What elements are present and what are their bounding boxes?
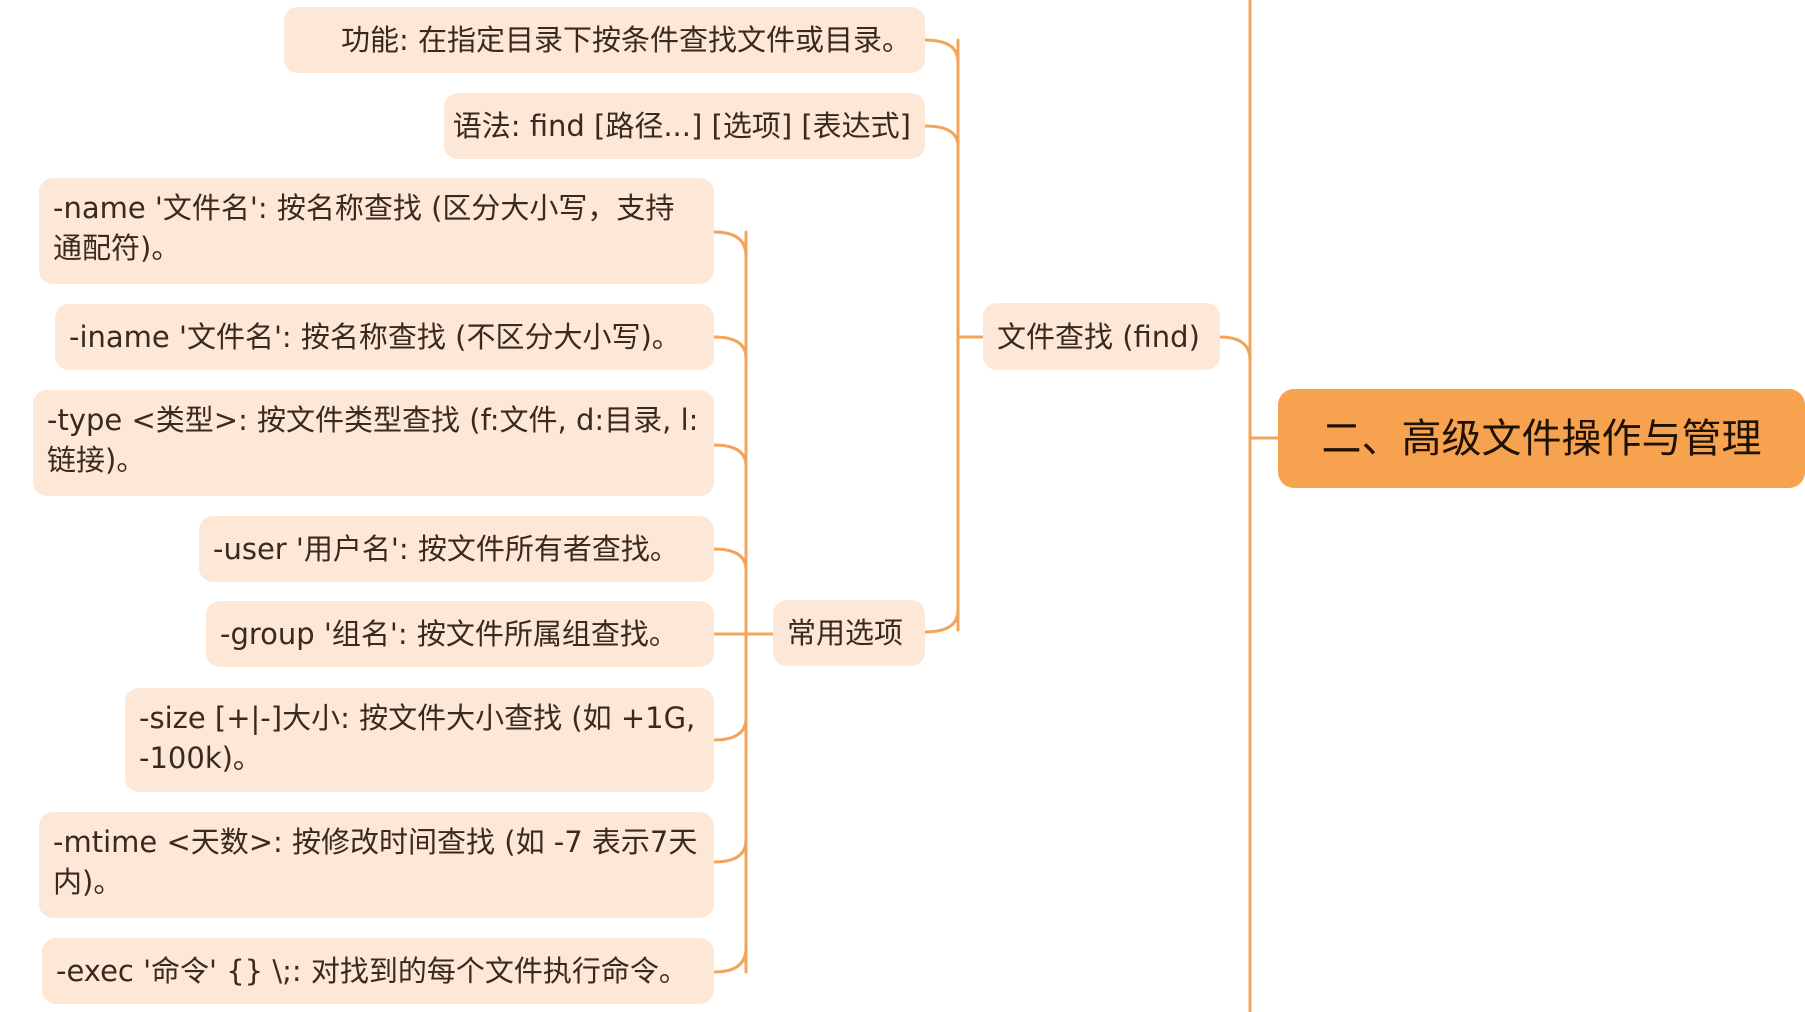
option-item-user[interactable]: -user '用户名': 按文件所有者查找。 bbox=[199, 516, 714, 582]
option-item-group[interactable]: -group '组名': 按文件所属组查找。 bbox=[206, 601, 714, 667]
syntax-node[interactable]: 语法: find [路径...] [选项] [表达式] bbox=[444, 93, 925, 159]
connector-opt-0 bbox=[712, 230, 748, 258]
option-label: -name '文件名': 按名称查找 (区分大小写，支持通配符)。 bbox=[53, 191, 675, 265]
function-node[interactable]: 功能: 在指定目录下按条件查找文件或目录。 bbox=[284, 7, 925, 73]
connector-options-group bbox=[923, 608, 960, 634]
option-label: -iname '文件名': 按名称查找 (不区分大小写)。 bbox=[69, 320, 681, 354]
branch-connector bbox=[1218, 335, 1252, 362]
connector-opt-1 bbox=[712, 335, 748, 360]
option-item-name[interactable]: -name '文件名': 按名称查找 (区分大小写，支持通配符)。 bbox=[39, 178, 714, 284]
option-label: -type <类型>: 按文件类型查找 (f:文件, d:目录, l:链接)。 bbox=[47, 403, 699, 477]
option-label: -size [+|-]大小: 按文件大小查找 (如 +1G, -100k)。 bbox=[139, 701, 696, 775]
connector-opt-7 bbox=[712, 946, 748, 974]
options-group-label: 常用选项 bbox=[787, 616, 904, 650]
connector-opt-3 bbox=[712, 547, 748, 572]
connector-syntax bbox=[923, 124, 960, 148]
option-label: -exec '命令' {} \;: 对找到的每个文件执行命令。 bbox=[56, 954, 688, 988]
option-label: -user '用户名': 按文件所有者查找。 bbox=[213, 532, 679, 566]
root-label: 二、高级文件操作与管理 bbox=[1321, 415, 1762, 462]
function-label: 功能: 在指定目录下按条件查找文件或目录。 bbox=[341, 23, 911, 57]
option-item-iname[interactable]: -iname '文件名': 按名称查找 (不区分大小写)。 bbox=[55, 304, 714, 370]
option-item-exec[interactable]: -exec '命令' {} \;: 对找到的每个文件执行命令。 bbox=[42, 938, 714, 1004]
option-label: -mtime <天数>: 按修改时间查找 (如 -7 表示7天内)。 bbox=[53, 825, 698, 899]
connector-opt-2 bbox=[712, 443, 748, 468]
option-item-mtime[interactable]: -mtime <天数>: 按修改时间查找 (如 -7 表示7天内)。 bbox=[39, 812, 714, 918]
branch-label: 文件查找 (find) bbox=[997, 319, 1200, 354]
branch-node-find[interactable]: 文件查找 (find) bbox=[983, 303, 1220, 370]
options-group-node[interactable]: 常用选项 bbox=[773, 600, 925, 666]
option-item-type[interactable]: -type <类型>: 按文件类型查找 (f:文件, d:目录, l:链接)。 bbox=[33, 390, 714, 496]
option-item-size[interactable]: -size [+|-]大小: 按文件大小查找 (如 +1G, -100k)。 bbox=[125, 688, 714, 792]
connector-opt-5 bbox=[712, 716, 748, 742]
option-label: -group '组名': 按文件所属组查找。 bbox=[220, 617, 678, 651]
connector-function bbox=[923, 38, 960, 64]
root-node[interactable]: 二、高级文件操作与管理 bbox=[1278, 389, 1805, 488]
syntax-label: 语法: find [路径...] [选项] [表达式] bbox=[452, 109, 911, 143]
connector-opt-6 bbox=[712, 838, 748, 864]
